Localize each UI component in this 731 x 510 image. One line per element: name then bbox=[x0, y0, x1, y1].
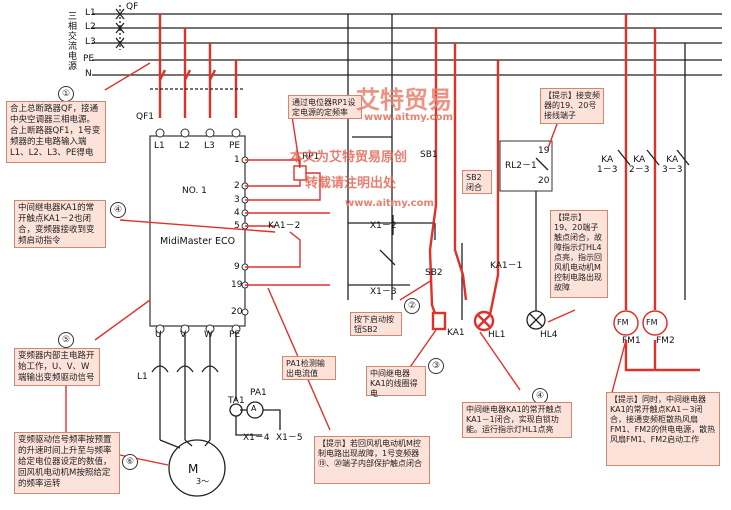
motor-sub: 3～ bbox=[196, 477, 210, 486]
note-pa1: PA1检测输出电流值 bbox=[282, 356, 336, 380]
hl4-lamp bbox=[526, 191, 546, 330]
note-tip-fan: 【提示】同时，中间继电器KA1的常开触点KA1－3闭合，接通变频柜散热风扇FM1… bbox=[606, 392, 720, 466]
note-step-1: 合上总断路器QF，接通中央空调器三相电源。合上断路器QF1，1号变频器的主电路输… bbox=[6, 101, 106, 163]
ka1-coil-label: KA1 bbox=[447, 328, 465, 338]
note-tip-fault: 【提示】19、20端子触点闭合，故障指示灯HL4点亮，指示回风机电动机M控制电路… bbox=[550, 210, 608, 298]
vfd-model-name: MidiMaster ECO bbox=[160, 236, 236, 247]
source-label: 三相交流电源 bbox=[68, 12, 78, 72]
fan-circles bbox=[613, 310, 668, 336]
vfd-out-v: V bbox=[180, 330, 187, 340]
qf-breaker bbox=[115, 5, 125, 50]
note-step-3: 中间继电器KA1的线圈得电 bbox=[366, 366, 426, 398]
note-step-4b: 中间继电器KA1的常开触点KA1－1闭合，实现自锁功能。运行指示灯HL1点亮 bbox=[462, 402, 572, 438]
vfd-in-l1: L1 bbox=[154, 141, 165, 151]
note-tip-top: 【提示】接变频器的19、20号接线端子 bbox=[540, 88, 604, 124]
note-tip-fault-2: 【提示】若回风机电动机M控制电路出现故障，1号变频器⑲、⑳端子内部保护触点闭合 bbox=[314, 436, 430, 484]
step-5: ⑤ bbox=[58, 332, 74, 348]
fm2-symbol: FM bbox=[646, 318, 658, 327]
ka1-1-label: KA1－1 bbox=[490, 261, 523, 271]
rp1-wiring bbox=[245, 159, 330, 286]
ka1-2-label: KA1－2 bbox=[268, 221, 301, 231]
watermark-line-2: 转载请注明出处 bbox=[305, 176, 397, 191]
ammeter-symbol: A bbox=[251, 404, 257, 413]
ctrl-term-9: 9 bbox=[234, 262, 240, 272]
fm1-label: FM1 bbox=[622, 336, 641, 346]
ctrl-term-5: 5 bbox=[234, 221, 240, 231]
x1-3-label: X1－3 bbox=[370, 287, 397, 297]
l1-inductor-label: L1 bbox=[137, 372, 148, 382]
motor-label: M bbox=[188, 462, 199, 476]
fm1-symbol: FM bbox=[617, 318, 629, 327]
vfd-in-pe: PE bbox=[229, 141, 241, 151]
vfd-box bbox=[149, 135, 246, 327]
ctrl-term-4: 4 bbox=[234, 208, 240, 218]
watermark-line-1: 本文为艾特贸易原创 bbox=[290, 150, 408, 165]
ctrl-term-19: 19 bbox=[231, 280, 243, 290]
note-rp1: 通过电位器RP1设定电源的定频率 bbox=[288, 95, 362, 119]
vfd-in-l3: L3 bbox=[204, 141, 215, 151]
ka2-3-contact-label: KA 2－3 bbox=[629, 155, 650, 175]
control-red-path bbox=[428, 28, 500, 332]
label-n: N bbox=[85, 69, 92, 79]
vfd-output-terminals bbox=[155, 324, 241, 334]
step-2: ② bbox=[404, 298, 420, 314]
step-6: ⑥ bbox=[122, 454, 138, 470]
note-step-5: 变频器内部主电路开始工作，U、V、W端输出变频驱动信号 bbox=[14, 348, 100, 386]
x1-2-label: X1－2 bbox=[370, 221, 397, 231]
vfd-out-pe: PE bbox=[229, 330, 241, 340]
step-1: ① bbox=[58, 86, 74, 102]
ka1-3-contact-label: KA 1－3 bbox=[597, 155, 618, 175]
qf1-label: QF1 bbox=[136, 112, 154, 122]
vfd-in-l2: L2 bbox=[179, 141, 190, 151]
hl1-label: HL1 bbox=[488, 330, 506, 340]
rl-19-label: 19 bbox=[538, 146, 550, 156]
label-l1: L1 bbox=[85, 8, 96, 18]
note-step-2: 按下启动按钮SB2 bbox=[350, 312, 402, 336]
rp1-label: RP1 bbox=[302, 152, 320, 162]
sb2-label: SB2 bbox=[425, 268, 443, 278]
x1-4-label: X1－4 bbox=[243, 433, 270, 443]
ta1-label: TA1 bbox=[228, 396, 245, 406]
ctrl-term-3: 3 bbox=[234, 195, 240, 205]
rl-20-label: 20 bbox=[538, 176, 550, 186]
ka3-3-contact-label: KA 3－3 bbox=[662, 155, 683, 175]
vfd-out-u: U bbox=[155, 330, 162, 340]
fan-contacts bbox=[617, 43, 690, 300]
qf-label: QF bbox=[126, 2, 139, 12]
sb1-label: SB1 bbox=[420, 150, 438, 160]
watermark-url-2: www.aitmy.com bbox=[345, 198, 434, 209]
vfd-out-w: W bbox=[204, 330, 213, 340]
pa1-label: PA1 bbox=[250, 388, 267, 398]
step-4a: ④ bbox=[110, 202, 126, 218]
label-l3: L3 bbox=[85, 37, 96, 47]
hl4-label: HL4 bbox=[540, 330, 558, 340]
watermark-url-1: www.aitmy.com bbox=[364, 112, 453, 123]
ctrl-term-20: 20 bbox=[231, 307, 243, 317]
fm2-label: FM2 bbox=[656, 336, 675, 346]
vfd-model-no: NO. 1 bbox=[182, 186, 207, 196]
control-circuit bbox=[347, 14, 463, 320]
vfd-input-terminals bbox=[155, 128, 241, 138]
watermark-brand: 艾特贸易 bbox=[356, 86, 452, 114]
step-3: ③ bbox=[428, 358, 444, 374]
note-step-4a: 中间继电器KA1的常开触点KA1－2也闭合，变频器接收到变频启动指令 bbox=[14, 200, 106, 248]
x1-5-label: X1－5 bbox=[276, 433, 303, 443]
label-pe: PE bbox=[83, 54, 95, 64]
red-feed-vfd bbox=[158, 14, 238, 118]
ctrl-term-1: 1 bbox=[234, 155, 240, 165]
ctrl-term-2: 2 bbox=[234, 181, 240, 191]
note-step-6: 变频驱动信号频率按预置的升速时间上升至与频率给定电位器设定的数值，回风机电动机M… bbox=[14, 432, 120, 494]
rl2-1-label: RL2－1 bbox=[505, 161, 537, 171]
note-sb2-closed: SB2闭合 bbox=[462, 170, 492, 194]
ammeter-wiring bbox=[240, 401, 281, 430]
motor-cables bbox=[151, 333, 262, 497]
label-l2: L2 bbox=[85, 22, 96, 32]
rl2-contact bbox=[535, 157, 549, 171]
fan-red-path bbox=[624, 14, 700, 372]
